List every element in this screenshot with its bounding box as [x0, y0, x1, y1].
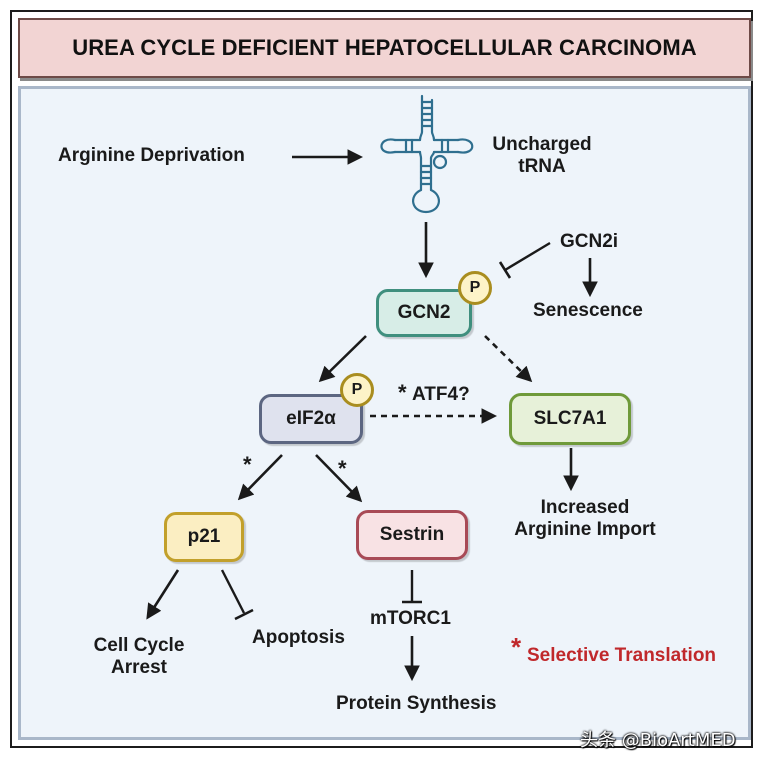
- label-uncharged-trna: Uncharged tRNA: [492, 134, 592, 177]
- label-increased-arginine-import: Increased Arginine Import: [514, 497, 656, 540]
- label-senescence: Senescence: [533, 300, 643, 321]
- arrow-gcn2-to-slc7a1: [484, 335, 533, 383]
- label-atf4: ATF4?: [412, 384, 470, 405]
- phospho-badge-eif2a: P: [340, 373, 374, 407]
- legend-selective-translation: Selective Translation: [527, 645, 717, 666]
- label-mtorc1: mTORC1: [370, 608, 451, 629]
- title-banner: UREA CYCLE DEFICIENT HEPATOCELLULAR CARC…: [18, 18, 751, 78]
- legend-star: *: [511, 632, 522, 662]
- phospho-badge-gcn2: P: [458, 271, 492, 305]
- arrow-gcn2-to-eif2a: [318, 335, 367, 383]
- arrow-eif2a-to-p21: [237, 454, 283, 501]
- node-eif2a: eIF2α: [259, 394, 363, 444]
- star-atf4: *: [398, 380, 407, 405]
- arrow-p21-to-cellcycle: [146, 569, 180, 620]
- label-protein-synthesis: Protein Synthesis: [336, 693, 497, 714]
- star-p21: *: [243, 452, 252, 477]
- label-cell-cycle-arrest: Cell Cycle Arrest: [93, 635, 185, 678]
- label-gcn2i: GCN2i: [560, 231, 619, 252]
- label-apoptosis: Apoptosis: [252, 627, 345, 648]
- arrow-eif2a-to-sestrin: [315, 454, 363, 503]
- node-gcn2: GCN2: [376, 289, 472, 337]
- node-p21: p21: [164, 512, 244, 562]
- star-sestrin: *: [338, 456, 347, 481]
- watermark: 头条 @BioArtMED: [580, 730, 736, 751]
- node-sestrin: Sestrin: [356, 510, 468, 560]
- inhibit-p21-apoptosis: [220, 569, 246, 614]
- trna-icon: [380, 94, 474, 214]
- label-arginine-deprivation: Arginine Deprivation: [58, 145, 245, 166]
- node-slc7a1: SLC7A1: [509, 393, 631, 445]
- diagram-title: UREA CYCLE DEFICIENT HEPATOCELLULAR CARC…: [72, 35, 697, 60]
- inhibit-gcn2i-gcn2: [504, 241, 551, 272]
